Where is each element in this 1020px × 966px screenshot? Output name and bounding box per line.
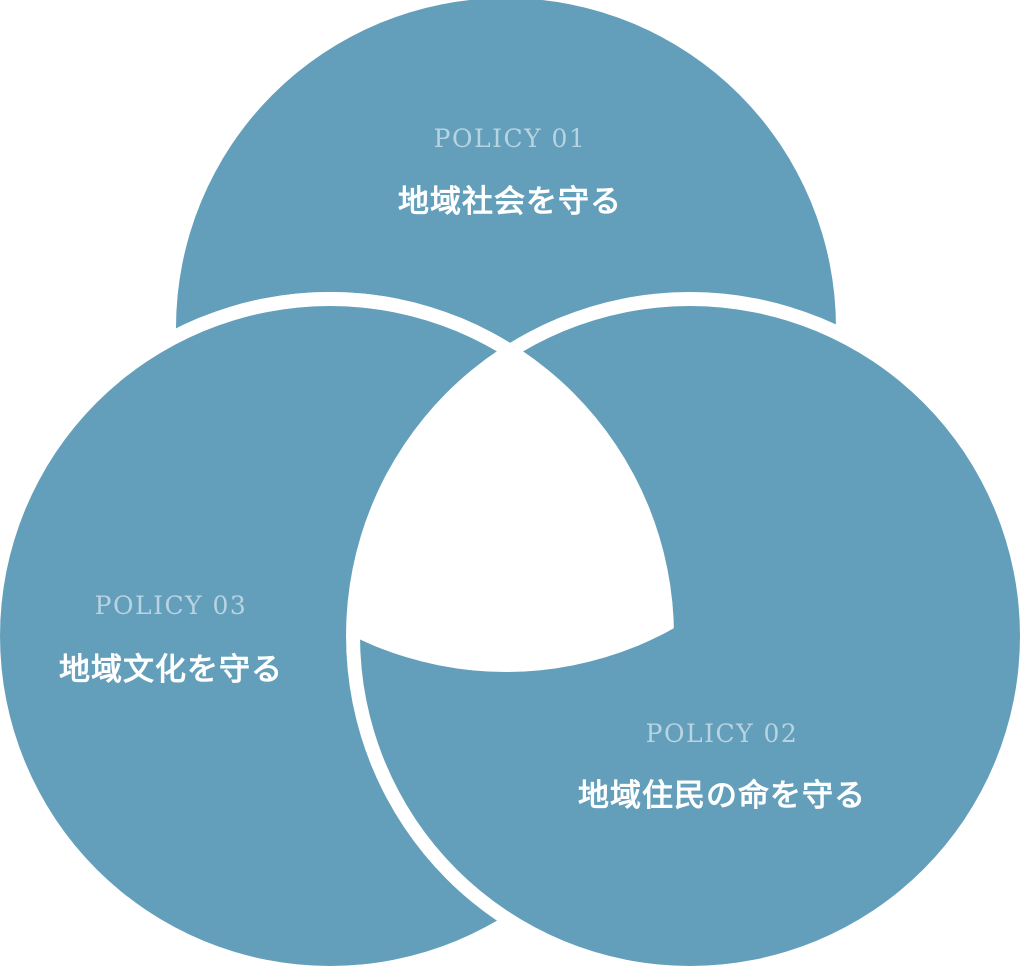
policy-01-text: POLICY 01 地域社会を守る [398,124,622,220]
policy-03-title: 地域文化を守る [59,652,283,688]
policy-01-title: 地域社会を守る [398,184,622,220]
policy-03-text: POLICY 03 地域文化を守る [59,591,283,688]
policy-02-text: POLICY 02 地域住民の命を守る [578,719,866,814]
policy-02-label: POLICY 02 [646,719,799,748]
policy-01-label: POLICY 01 [434,124,587,153]
policy-02-title: 地域住民の命を守る [578,778,866,814]
policy-03-label: POLICY 03 [95,591,248,620]
